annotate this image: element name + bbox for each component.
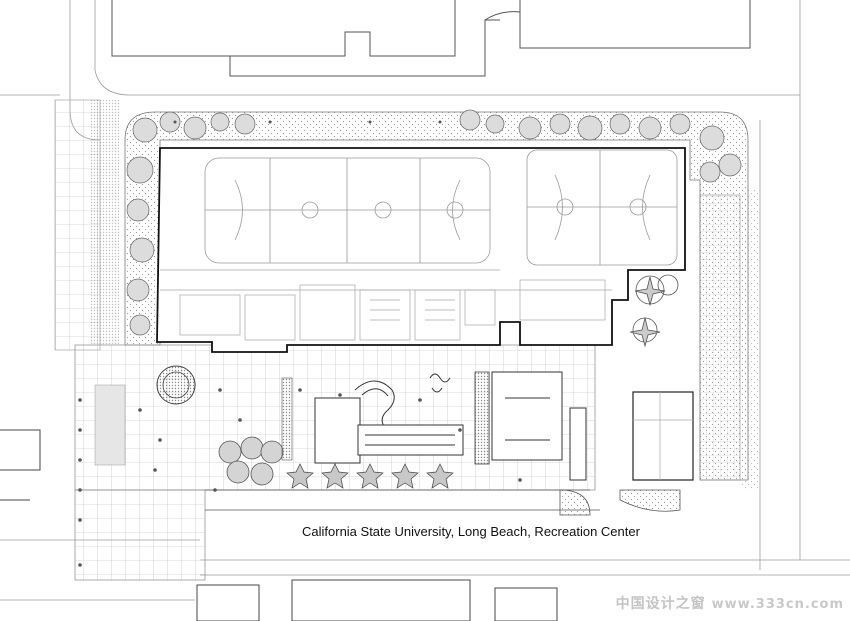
right-road-stipple <box>742 190 758 490</box>
service-building <box>632 391 694 481</box>
watermark: 中国设计之窗 www.333cn.com <box>616 593 844 613</box>
courts <box>204 149 678 266</box>
perimeter-planting <box>124 111 749 481</box>
perimeter-trees <box>126 109 742 336</box>
palm-row <box>286 463 454 489</box>
lower-paving <box>74 489 206 581</box>
lower-curb-planters <box>205 489 681 516</box>
light-poles <box>78 120 522 567</box>
left-planting-strip <box>90 100 120 345</box>
watermark-url: www.333cn.com <box>711 597 844 612</box>
plaza-feature <box>314 373 464 464</box>
round-planter <box>156 365 196 405</box>
bottom-buildings <box>0 429 558 621</box>
building-outline <box>156 147 686 353</box>
interior-rooms <box>160 269 612 341</box>
street-context <box>0 0 850 601</box>
plaza-grove <box>218 436 284 486</box>
plan-caption: California State University, Long Beach,… <box>302 524 640 539</box>
watermark-cn: 中国设计之窗 <box>615 596 706 612</box>
planter-strip <box>474 371 490 465</box>
planter-strip-left <box>281 377 293 461</box>
plaza-dark-band <box>94 384 126 466</box>
outdoor-court <box>491 371 587 481</box>
top-buildings <box>111 0 751 77</box>
entry-planters <box>629 274 679 348</box>
right-walk <box>699 194 741 481</box>
